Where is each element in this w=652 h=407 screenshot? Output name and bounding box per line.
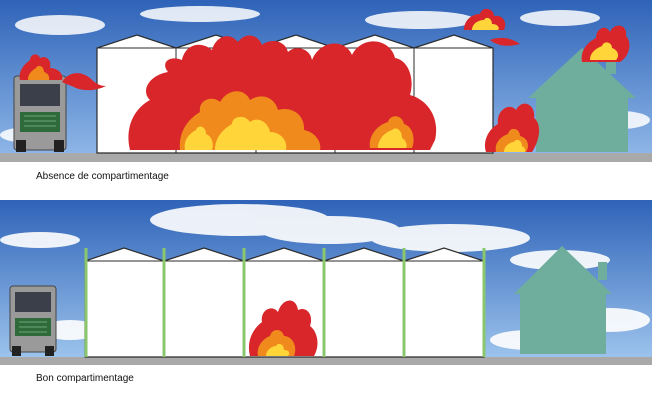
ground — [0, 357, 652, 365]
diagram-good-compartment — [0, 200, 652, 365]
truck-icon — [13, 75, 67, 152]
fire-icon — [19, 54, 106, 91]
ground — [0, 153, 652, 162]
caption-good-compartment: Bon compartimentage — [36, 373, 134, 384]
truck-icon — [9, 285, 57, 356]
firewall-icon — [84, 248, 486, 357]
diagram-no-compartment — [0, 0, 652, 162]
fire-icon — [248, 300, 318, 356]
house-icon — [528, 48, 636, 152]
caption-no-compartment: Absence de compartimentage — [36, 171, 169, 182]
fire-icon — [464, 8, 630, 152]
fire-icon — [128, 35, 437, 150]
house-icon — [514, 246, 612, 354]
